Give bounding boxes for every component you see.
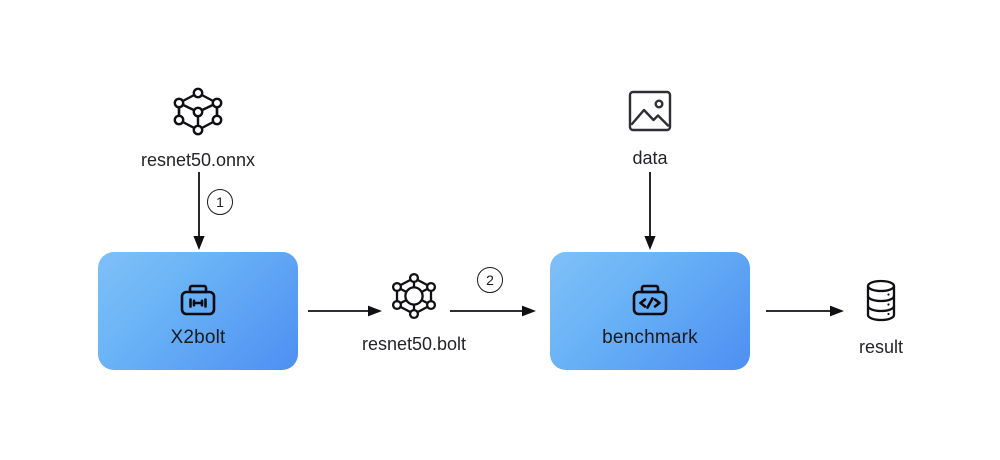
process-label-x2bolt: X2bolt: [170, 326, 226, 348]
step-badge-1: 1: [207, 189, 233, 215]
model-graph-circle-icon: [389, 272, 439, 325]
step-badge-1-label: 1: [216, 194, 224, 210]
database-icon: [859, 277, 903, 328]
asset-resnet50-bolt: resnet50.bolt: [348, 272, 480, 353]
arrow-benchmark-to-result: [766, 305, 844, 317]
asset-result: result: [840, 277, 922, 356]
asset-label-data: data: [632, 148, 668, 168]
asset-label-result: result: [858, 337, 903, 357]
step-badge-2: 2: [477, 267, 503, 293]
arrow-onnx-to-x2bolt: [193, 172, 205, 250]
asset-label-resnet50-onnx: resnet50.onnx: [140, 150, 256, 170]
arrow-x2bolt-to-bolt-model: [308, 305, 382, 317]
process-box-x2bolt[interactable]: X2bolt: [98, 252, 298, 370]
process-label-benchmark: benchmark: [602, 326, 698, 348]
step-badge-2-label: 2: [486, 272, 494, 288]
arrow-data-to-benchmark: [644, 172, 656, 250]
asset-resnet50-onnx: resnet50.onnx: [127, 86, 269, 169]
toolbox-code-icon: [628, 276, 672, 320]
image-icon: [625, 88, 675, 139]
arrow-bolt-model-to-benchmark: [450, 305, 536, 317]
asset-label-resnet50-bolt: resnet50.bolt: [361, 334, 467, 354]
toolbox-dumbbell-icon: [176, 276, 220, 320]
asset-data: data: [608, 88, 692, 167]
model-graph-cube-icon: [170, 86, 226, 141]
process-box-benchmark[interactable]: benchmark: [550, 252, 750, 370]
